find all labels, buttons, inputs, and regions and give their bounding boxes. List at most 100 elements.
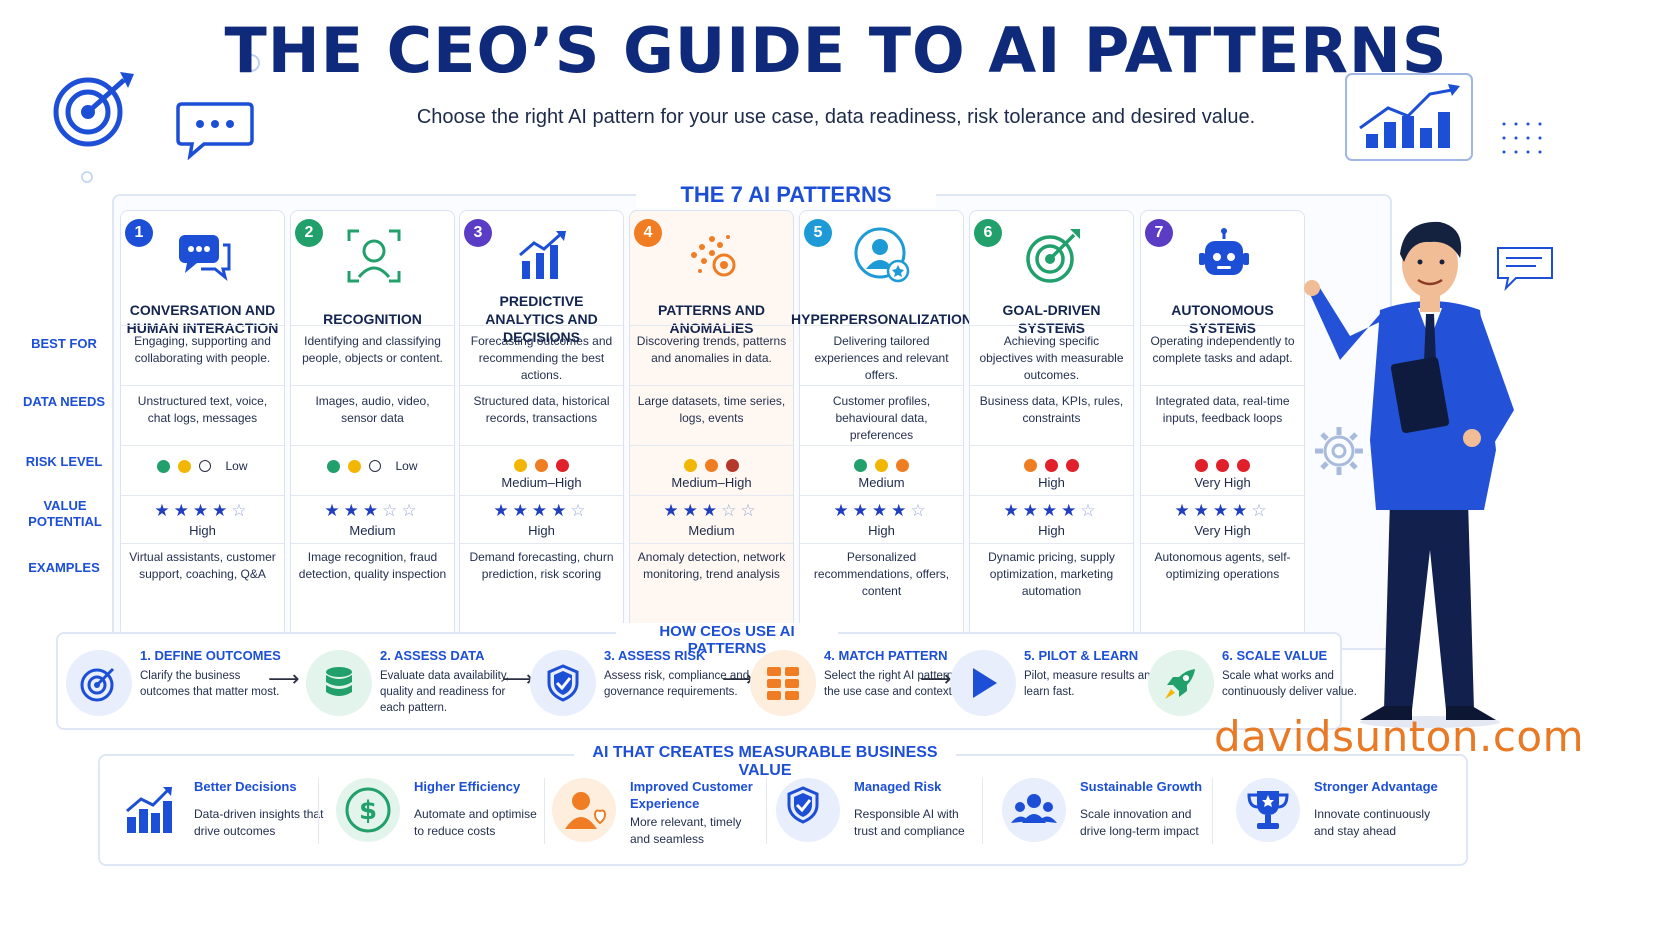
row-label-examples: EXAMPLES <box>28 560 100 575</box>
star-empty-icon: ☆ <box>382 501 402 520</box>
risk-dot <box>157 459 171 473</box>
star-filled-icon: ★ <box>663 501 683 520</box>
divider <box>318 778 319 844</box>
pattern-best-for: Achieving specific objectives with measu… <box>979 334 1124 382</box>
risk-dot <box>1216 459 1229 472</box>
pattern-name: RECOGNITION <box>323 311 422 327</box>
risk-dot <box>854 459 867 472</box>
step-description: Assess risk, compliance and governance r… <box>604 670 750 698</box>
risk-dot <box>896 459 909 472</box>
step-description: Select the right AI pattern for the use … <box>824 670 970 698</box>
risk-dot <box>556 459 569 472</box>
risk-indicator: Low <box>121 459 284 473</box>
shield-check-icon <box>776 778 840 842</box>
pattern-name: CONVERSATION AND HUMAN INTERACTION <box>126 302 279 336</box>
star-empty-icon: ☆ <box>570 501 590 520</box>
risk-dot <box>705 459 718 472</box>
pattern-data-needs: Structured data, historical records, tra… <box>473 394 610 425</box>
pattern-number-badge: 7 <box>1145 219 1173 247</box>
pattern-data-needs: Images, audio, video, sensor data <box>315 394 430 425</box>
star-filled-icon: ★ <box>362 501 383 520</box>
risk-indicator <box>630 459 793 472</box>
value-stars: ★★★★☆ <box>800 501 963 521</box>
risk-dot <box>684 459 697 472</box>
step-description: Clarify the business outcomes that matte… <box>140 670 280 698</box>
risk-dot <box>1024 459 1037 472</box>
face-scan-icon <box>343 225 405 287</box>
star-empty-icon: ☆ <box>1251 501 1271 520</box>
shield-check-icon <box>530 650 596 716</box>
pattern-data-needs: Integrated data, real-time inputs, feedb… <box>1155 394 1290 425</box>
risk-dot <box>1045 459 1058 472</box>
star-filled-icon: ★ <box>531 501 552 520</box>
value-label: High <box>528 523 555 538</box>
trend-chart-icon <box>512 225 574 287</box>
risk-indicator <box>970 459 1133 472</box>
benefit-item: Managed Risk Responsible AI with trust a… <box>760 770 980 856</box>
star-empty-icon: ☆ <box>401 501 421 520</box>
pattern-name: AUTONOMOUS SYSTEMS <box>1171 302 1274 336</box>
pattern-number-badge: 3 <box>464 219 492 247</box>
benefit-description: Scale innovation and drive long-term imp… <box>1080 807 1199 838</box>
risk-indicator <box>1141 459 1304 472</box>
risk-dot <box>1237 459 1250 472</box>
pattern-best-for: Discovering trends, patterns and anomali… <box>636 334 787 365</box>
patterns-section-title: THE 7 AI PATTERNS <box>636 182 936 208</box>
team-icon <box>1002 778 1066 842</box>
arrow-right-icon: ⟶ <box>502 666 534 691</box>
pattern-card: 4 PATTERNS AND ANOMALIES Discovering tre… <box>629 210 794 638</box>
speech-bubble-decoration-icon <box>1497 247 1553 292</box>
star-filled-icon: ★ <box>212 501 232 520</box>
pattern-data-needs: Large datasets, time series, logs, event… <box>637 394 786 425</box>
pattern-name: PATTERNS AND ANOMALIES <box>657 302 766 336</box>
star-filled-icon: ★ <box>1041 501 1062 520</box>
growth-chart-decoration-icon <box>1345 73 1473 161</box>
pattern-card: 1 CONVERSATION AND HUMAN INTERACTION Eng… <box>120 210 285 638</box>
value-section-title: AI THAT CREATES MEASURABLE BUSINESS VALU… <box>574 744 956 780</box>
pattern-card: 6 GOAL-DRIVEN SYSTEMS Achieving specific… <box>969 210 1134 638</box>
value-stars: ★★★☆☆ <box>630 501 793 521</box>
decorative-circle-small-icon <box>81 171 93 183</box>
star-empty-icon: ☆ <box>1080 501 1100 520</box>
pattern-examples: Image recognition, fraud detection, qual… <box>298 550 447 581</box>
star-filled-icon: ★ <box>154 501 174 520</box>
row-label-risk-level: RISK LEVEL <box>25 454 103 469</box>
value-stars: ★★★★☆ <box>121 501 284 521</box>
benefit-item: Sustainable Growth Scale innovation and … <box>986 770 1206 856</box>
pattern-data-needs: Unstructured text, voice, chat logs, mes… <box>137 394 268 425</box>
risk-dot <box>327 459 341 473</box>
benefit-title: Stronger Advantage <box>1314 779 1438 794</box>
risk-dot <box>726 459 739 472</box>
value-stars: ★★★★☆ <box>460 501 623 521</box>
pattern-examples: Demand forecasting, churn prediction, ri… <box>469 550 614 581</box>
star-filled-icon: ★ <box>1022 501 1042 520</box>
process-step: 6. SCALE VALUE Scale what works and cont… <box>1148 644 1368 726</box>
risk-label: Medium <box>858 475 905 490</box>
pattern-best-for: Operating independently to complete task… <box>1150 334 1295 365</box>
value-label: High <box>868 523 895 538</box>
risk-dot <box>875 459 888 472</box>
step-description: Pilot, measure results and learn fast. <box>1024 670 1157 698</box>
risk-indicator <box>460 459 623 472</box>
star-filled-icon: ★ <box>701 501 722 520</box>
star-empty-icon: ☆ <box>231 501 251 520</box>
process-step: 5. PILOT & LEARN Pilot, measure results … <box>950 644 1170 726</box>
pattern-best-for: Forecasting outcomes and recommending th… <box>470 334 613 382</box>
pattern-number-badge: 1 <box>125 219 153 247</box>
pattern-name: PREDICTIVE ANALYTICS AND DECISIONS <box>485 293 598 345</box>
benefit-description: Responsible AI with trust and compliance <box>854 807 965 838</box>
step-description: Scale what works and continuously delive… <box>1222 670 1357 698</box>
benefit-description: More relevant, timely and seamless <box>630 815 742 846</box>
pattern-examples: Personalized recommendations, offers, co… <box>813 550 950 598</box>
arrow-right-icon: ⟶ <box>268 666 300 691</box>
risk-label: Medium–High <box>671 475 752 490</box>
value-label: Medium <box>349 523 396 538</box>
star-filled-icon: ★ <box>343 501 363 520</box>
pattern-number-badge: 6 <box>974 219 1002 247</box>
decorative-circle-icon <box>242 54 260 72</box>
star-empty-icon: ☆ <box>910 501 930 520</box>
value-label: High <box>1038 523 1065 538</box>
pattern-examples: Virtual assistants, customer support, co… <box>129 550 276 581</box>
user-star-icon <box>852 225 914 287</box>
risk-label: Medium–High <box>501 475 582 490</box>
